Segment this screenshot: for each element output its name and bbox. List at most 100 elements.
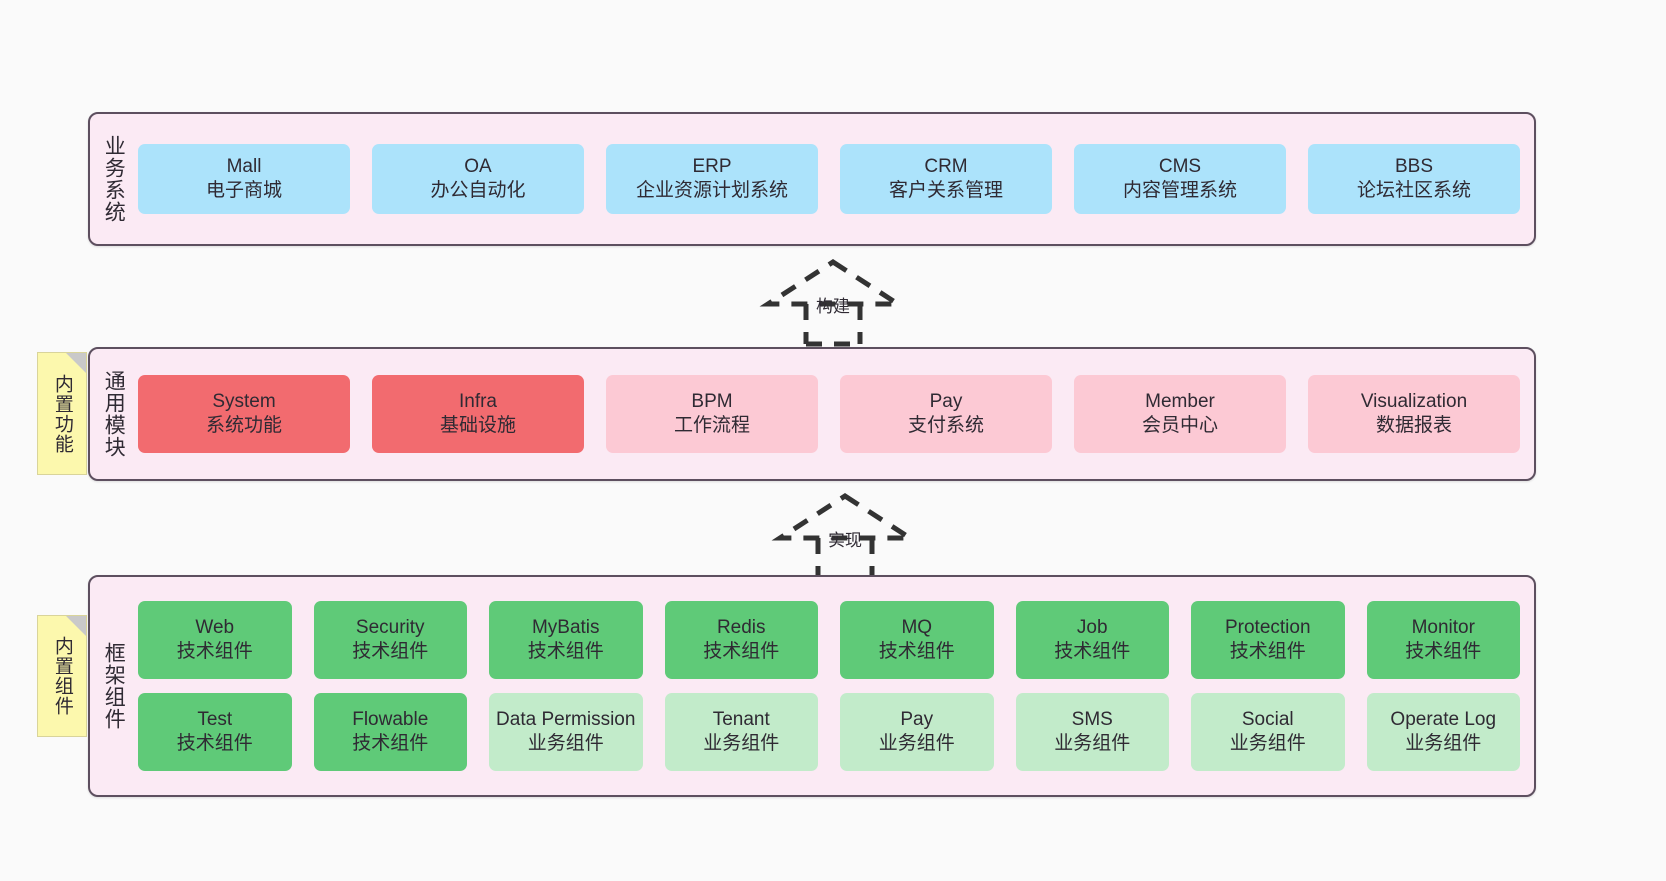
node-label-en: CMS: [1158, 155, 1202, 177]
node-label-en: Security: [355, 616, 425, 638]
node-operate-log[interactable]: Operate Log 业务组件: [1366, 693, 1520, 771]
node-label-cn: 数据报表: [1375, 415, 1452, 436]
node-label-en: Redis: [716, 616, 766, 638]
node-label-en: Test: [197, 708, 233, 730]
node-pay-component[interactable]: Pay 业务组件: [840, 693, 994, 771]
node-label-cn: 技术组件: [1229, 641, 1306, 662]
node-label-cn: 业务组件: [703, 733, 780, 754]
node-security[interactable]: Security 技术组件: [313, 601, 467, 679]
node-row: Web 技术组件 Security 技术组件 MyBatis 技术组件 Redi…: [138, 601, 1520, 679]
node-label-cn: 基础设施: [439, 415, 516, 436]
node-label-cn: 业务组件: [1405, 733, 1482, 754]
layer-business-systems-body: Mall 电子商城 OA 办公自动化 ERP 企业资源计划系统 CRM 客户关系…: [136, 114, 1534, 244]
node-label-en: Operate Log: [1390, 708, 1497, 730]
node-label-cn: 电子商城: [205, 180, 282, 201]
node-bbs[interactable]: BBS 论坛社区系统: [1308, 144, 1520, 214]
note-builtin-features: 内置功能: [37, 352, 87, 475]
node-label-en: Monitor: [1411, 616, 1475, 638]
arrow-build: 构建: [758, 258, 908, 347]
node-label-en: Social: [1241, 708, 1294, 730]
node-label-cn: 办公自动化: [430, 180, 526, 201]
node-social[interactable]: Social 业务组件: [1191, 693, 1345, 771]
node-tenant[interactable]: Tenant 业务组件: [664, 693, 818, 771]
layer-common-modules-body: System 系统功能 Infra 基础设施 BPM 工作流程 Pay 支付系统…: [136, 349, 1534, 479]
node-row: System 系统功能 Infra 基础设施 BPM 工作流程 Pay 支付系统…: [138, 375, 1520, 453]
node-label-cn: 技术组件: [1054, 641, 1131, 662]
node-data-permission[interactable]: Data Permission 业务组件: [489, 693, 643, 771]
node-monitor[interactable]: Monitor 技术组件: [1366, 601, 1520, 679]
node-mybatis[interactable]: MyBatis 技术组件: [489, 601, 643, 679]
node-mall[interactable]: Mall 电子商城: [138, 144, 350, 214]
node-label-cn: 业务组件: [1229, 733, 1306, 754]
node-label-en: Job: [1076, 616, 1108, 638]
node-infra[interactable]: Infra 基础设施: [372, 375, 584, 453]
note-builtin-components: 内置组件: [37, 615, 87, 737]
node-label-cn: 技术组件: [352, 733, 429, 754]
node-label-en: Flowable: [352, 708, 429, 730]
node-label-en: Web: [195, 616, 235, 638]
note-builtin-features-label: 内置功能: [51, 373, 73, 454]
node-web[interactable]: Web 技术组件: [138, 601, 292, 679]
node-label-cn: 技术组件: [703, 641, 780, 662]
node-protection[interactable]: Protection 技术组件: [1191, 601, 1345, 679]
node-label-en: Visualization: [1360, 390, 1468, 412]
node-label-en: Pay: [929, 390, 963, 412]
node-label-cn: 技术组件: [527, 641, 604, 662]
node-label-cn: 技术组件: [176, 733, 253, 754]
node-test[interactable]: Test 技术组件: [138, 693, 292, 771]
node-label-en: OA: [464, 155, 492, 177]
arrow-implement: 实现: [770, 492, 920, 581]
node-label-cn: 业务组件: [1054, 733, 1131, 754]
node-label-en: Infra: [458, 390, 498, 412]
node-crm[interactable]: CRM 客户关系管理: [840, 144, 1052, 214]
node-visualization[interactable]: Visualization 数据报表: [1308, 375, 1520, 453]
node-label-cn: 会员中心: [1141, 415, 1218, 436]
node-oa[interactable]: OA 办公自动化: [372, 144, 584, 214]
node-job[interactable]: Job 技术组件: [1015, 601, 1169, 679]
note-builtin-components-label: 内置组件: [51, 636, 73, 716]
node-erp[interactable]: ERP 企业资源计划系统: [606, 144, 818, 214]
node-label-en: BPM: [691, 390, 733, 412]
arrow-build-label: 构建: [816, 297, 850, 316]
arrow-head-triangle: [771, 493, 919, 541]
node-bpm[interactable]: BPM 工作流程: [606, 375, 818, 453]
node-label-cn: 内容管理系统: [1122, 180, 1237, 201]
layer-framework-components: 框架组件 Web 技术组件 Security 技术组件 MyBatis 技术组件…: [88, 575, 1536, 797]
arrow-stem: [803, 304, 863, 347]
node-member[interactable]: Member 会员中心: [1074, 375, 1286, 453]
node-label-en: System: [212, 390, 276, 412]
node-mq[interactable]: MQ 技术组件: [840, 601, 994, 679]
arrow-implement-label: 实现: [828, 531, 862, 550]
node-row: Mall 电子商城 OA 办公自动化 ERP 企业资源计划系统 CRM 客户关系…: [138, 144, 1520, 214]
node-label-cn: 客户关系管理: [888, 180, 1003, 201]
arrow-head-triangle: [759, 259, 907, 307]
node-flowable[interactable]: Flowable 技术组件: [313, 693, 467, 771]
node-label-en: Data Permission: [496, 708, 636, 730]
layer-business-systems: 业务系统 Mall 电子商城 OA 办公自动化 ERP 企业资源计划系统 CRM…: [88, 112, 1536, 246]
layer-framework-components-body: Web 技术组件 Security 技术组件 MyBatis 技术组件 Redi…: [136, 577, 1534, 795]
node-label-en: Mall: [226, 155, 262, 177]
node-label-en: Tenant: [712, 708, 770, 730]
node-label-cn: 支付系统: [907, 415, 984, 436]
node-label-cn: 技术组件: [1405, 641, 1482, 662]
node-label-cn: 系统功能: [205, 415, 282, 436]
node-label-en: MyBatis: [531, 616, 600, 638]
node-pay-module[interactable]: Pay 支付系统: [840, 375, 1052, 453]
node-row: Test 技术组件 Flowable 技术组件 Data Permission …: [138, 693, 1520, 771]
node-label-en: Protection: [1224, 616, 1311, 638]
node-label-cn: 技术组件: [878, 641, 955, 662]
node-label-en: Member: [1145, 390, 1215, 412]
layer-common-modules: 通用模块 System 系统功能 Infra 基础设施 BPM 工作流程 Pay…: [88, 347, 1536, 481]
node-label-cn: 业务组件: [878, 733, 955, 754]
node-cms[interactable]: CMS 内容管理系统: [1074, 144, 1286, 214]
node-label-en: MQ: [901, 616, 933, 638]
node-label-cn: 业务组件: [527, 733, 604, 754]
node-system[interactable]: System 系统功能: [138, 375, 350, 453]
node-sms[interactable]: SMS 业务组件: [1015, 693, 1169, 771]
node-label-cn: 工作流程: [673, 415, 750, 436]
node-redis[interactable]: Redis 技术组件: [664, 601, 818, 679]
layer-framework-components-title: 框架组件: [102, 642, 126, 730]
node-label-en: SMS: [1071, 708, 1113, 730]
node-label-en: Pay: [900, 708, 934, 730]
node-label-cn: 企业资源计划系统: [635, 180, 788, 201]
